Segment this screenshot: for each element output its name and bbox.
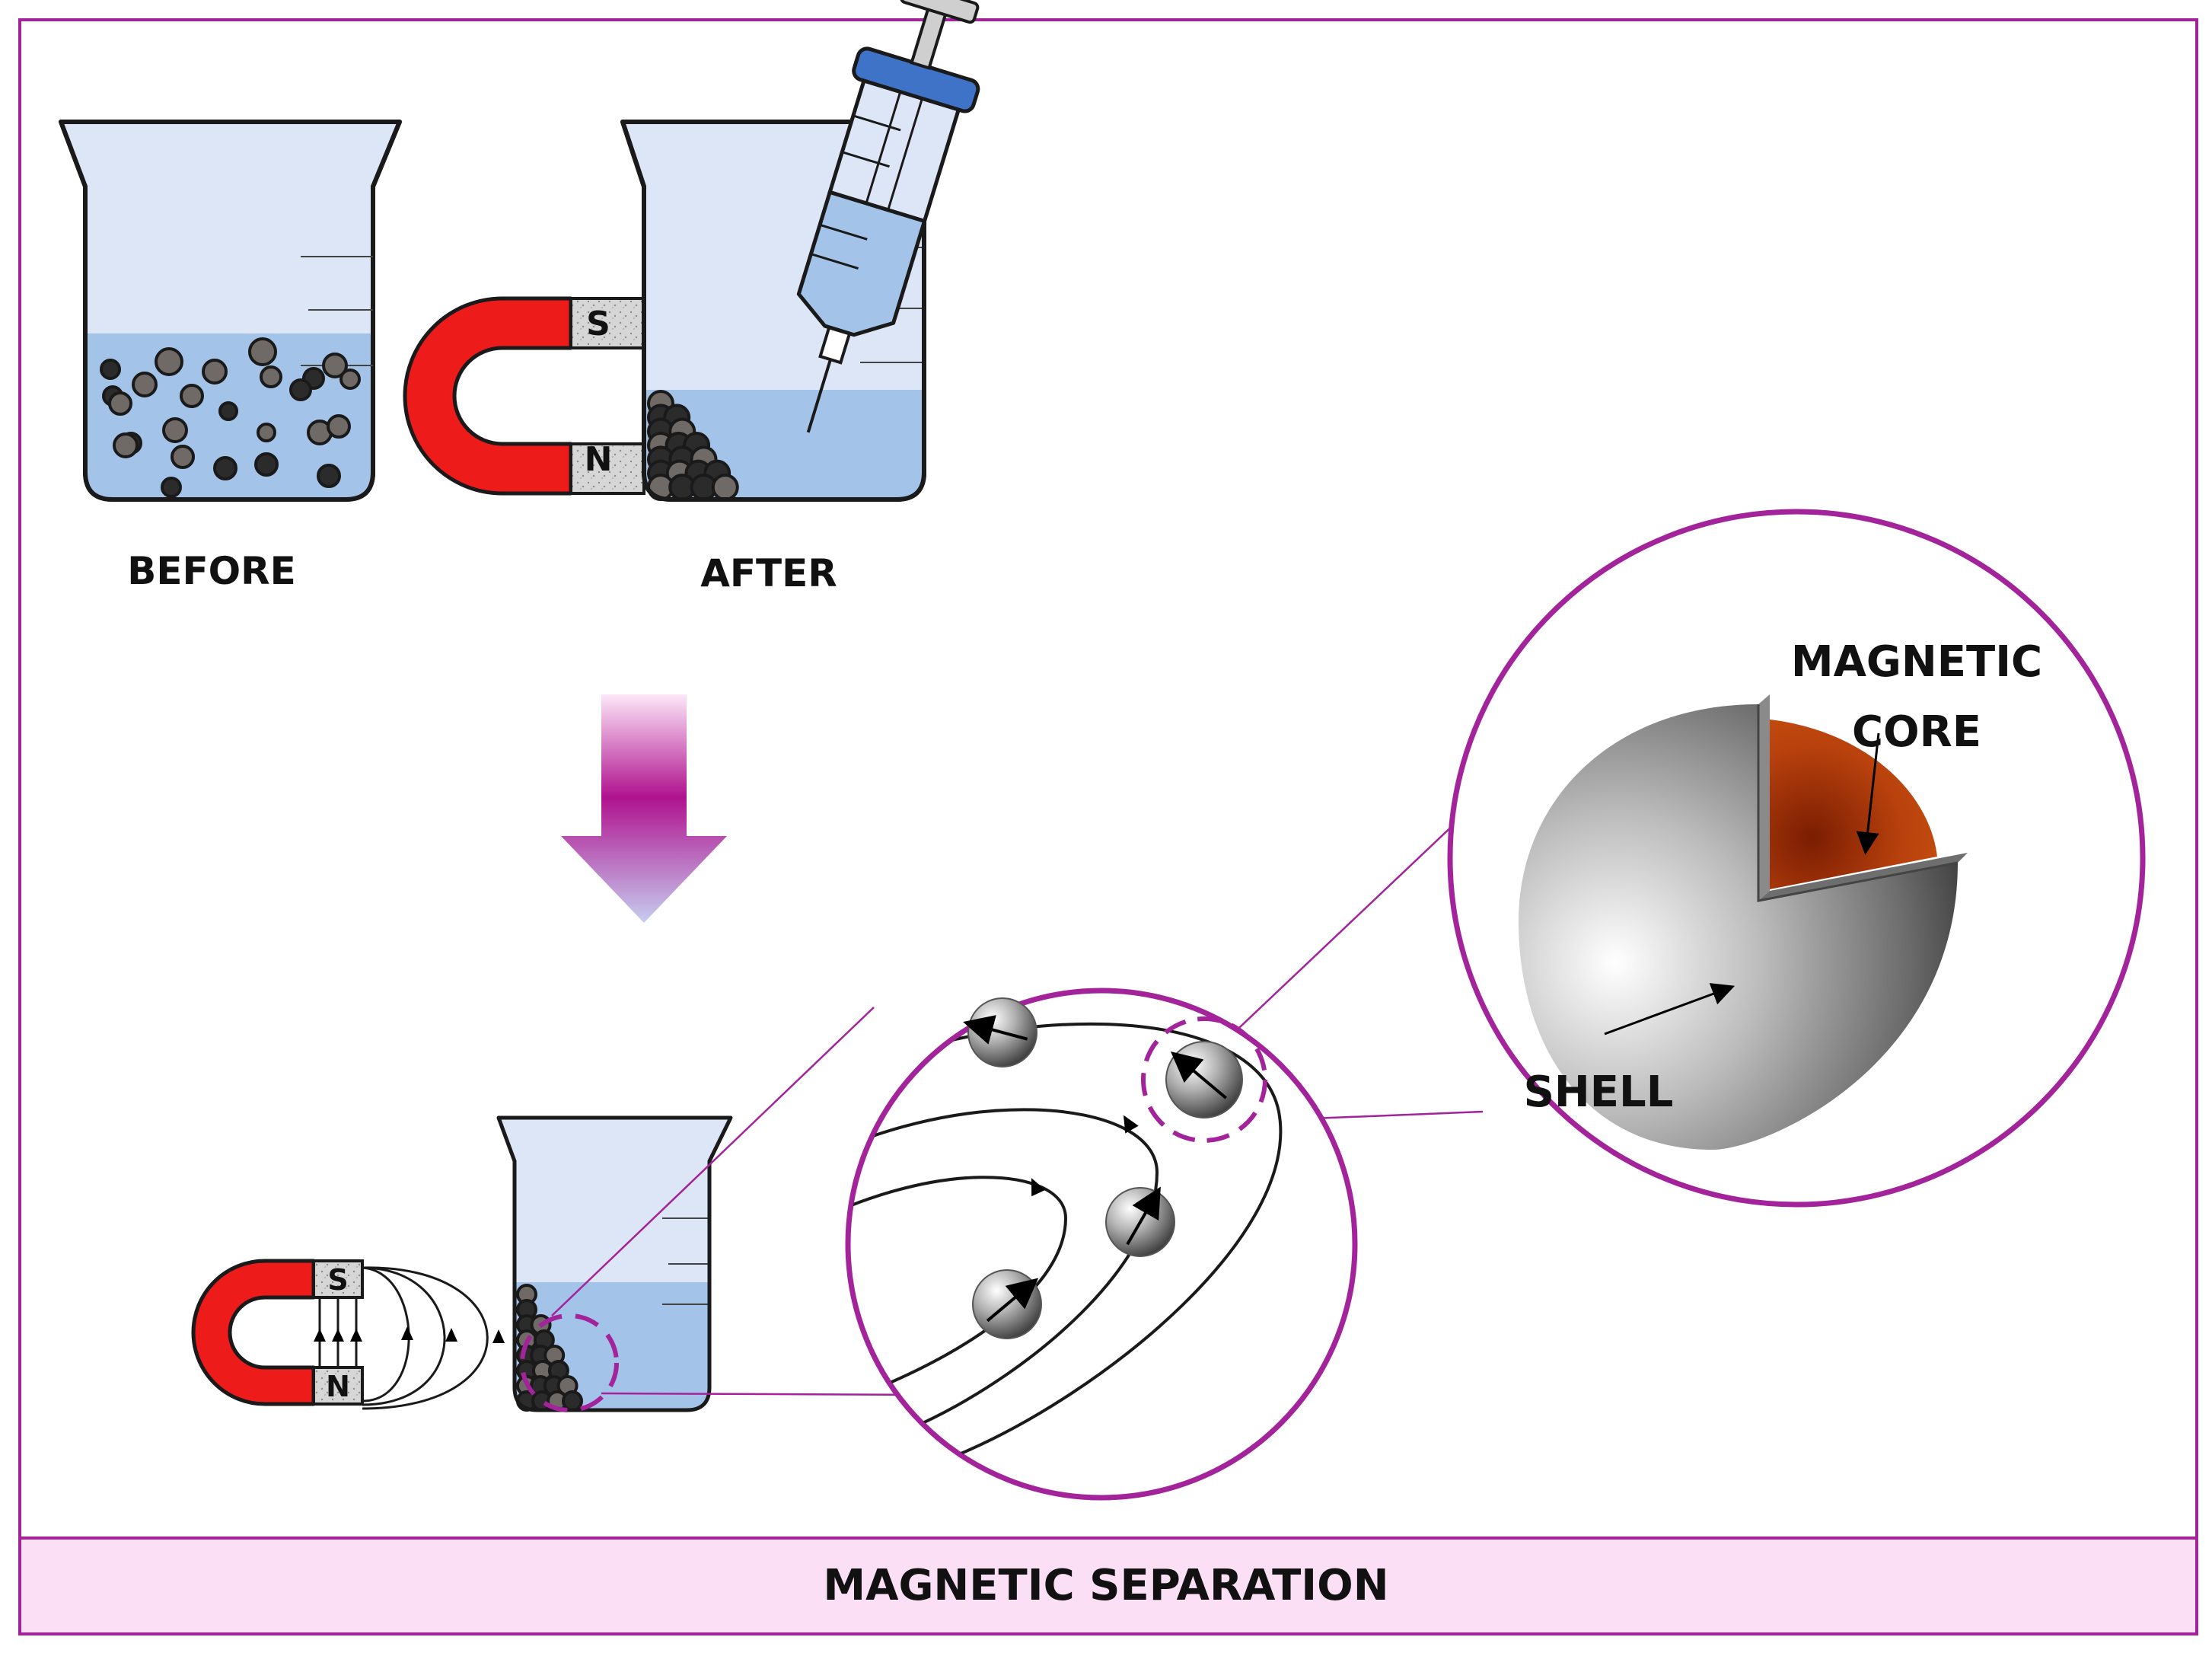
after-label: AFTER bbox=[700, 551, 837, 595]
particle bbox=[180, 384, 204, 408]
footer-title: MAGNETIC SEPARATION bbox=[823, 1561, 1388, 1610]
particle bbox=[257, 423, 276, 442]
particle bbox=[171, 445, 195, 469]
before-label: BEFORE bbox=[127, 549, 296, 593]
shell-label: SHELL bbox=[1524, 1067, 1674, 1117]
core-label-line1: MAGNETIC bbox=[1791, 637, 2042, 687]
beaker-lower bbox=[496, 1115, 733, 1412]
beaker-before bbox=[59, 120, 402, 502]
particle bbox=[162, 417, 188, 443]
particle bbox=[254, 452, 279, 477]
particle bbox=[322, 353, 348, 378]
zoom-circle-particle: MAGNETIC CORE SHELL bbox=[1447, 509, 2146, 1208]
lower-pole-n-label: N bbox=[326, 1370, 350, 1403]
lower-pole-s-label: S bbox=[327, 1263, 348, 1297]
core-label-line2: CORE bbox=[1852, 707, 1981, 757]
zoom-region-particle bbox=[1141, 1016, 1267, 1143]
horseshoe-magnet-lower: S N bbox=[191, 1259, 505, 1410]
pole-n-label: N bbox=[585, 440, 613, 479]
particle bbox=[161, 477, 182, 498]
magnetic-particle bbox=[1165, 1041, 1243, 1118]
particle bbox=[108, 391, 132, 416]
particle bbox=[100, 359, 121, 380]
particle bbox=[562, 1390, 583, 1412]
magnetic-particle bbox=[963, 997, 1037, 1067]
particle bbox=[248, 337, 277, 366]
particle bbox=[260, 365, 282, 388]
magnetic-particle bbox=[1105, 1186, 1175, 1257]
dispersed-particles bbox=[100, 337, 361, 498]
horseshoe-magnet-icon: S N bbox=[403, 296, 645, 496]
lower-north-pole bbox=[312, 1366, 364, 1406]
zoom-connectors bbox=[551, 795, 1485, 1396]
particle bbox=[327, 414, 351, 439]
collected-particles bbox=[647, 390, 739, 501]
particle bbox=[132, 372, 158, 397]
lower-south-pole bbox=[312, 1259, 364, 1299]
zoom-circle-field bbox=[845, 988, 1358, 1501]
pole-s-label: S bbox=[586, 305, 610, 343]
down-arrow-icon bbox=[561, 694, 727, 923]
syringe-icon bbox=[796, 0, 980, 433]
particle bbox=[113, 432, 139, 458]
core-shell-particle-icon bbox=[1519, 694, 1968, 1150]
particle bbox=[155, 347, 183, 376]
particle bbox=[289, 378, 312, 401]
magnet-north-pole bbox=[569, 442, 645, 495]
particle bbox=[339, 369, 361, 390]
footer-band bbox=[18, 1537, 2198, 1635]
particle bbox=[202, 359, 228, 385]
zoom-region-small bbox=[520, 1313, 619, 1412]
particle bbox=[218, 401, 238, 421]
particle bbox=[317, 464, 341, 488]
magnetic-particle bbox=[972, 1269, 1042, 1339]
field-particles bbox=[963, 997, 1243, 1339]
particle bbox=[711, 474, 739, 501]
particle bbox=[213, 456, 237, 480]
